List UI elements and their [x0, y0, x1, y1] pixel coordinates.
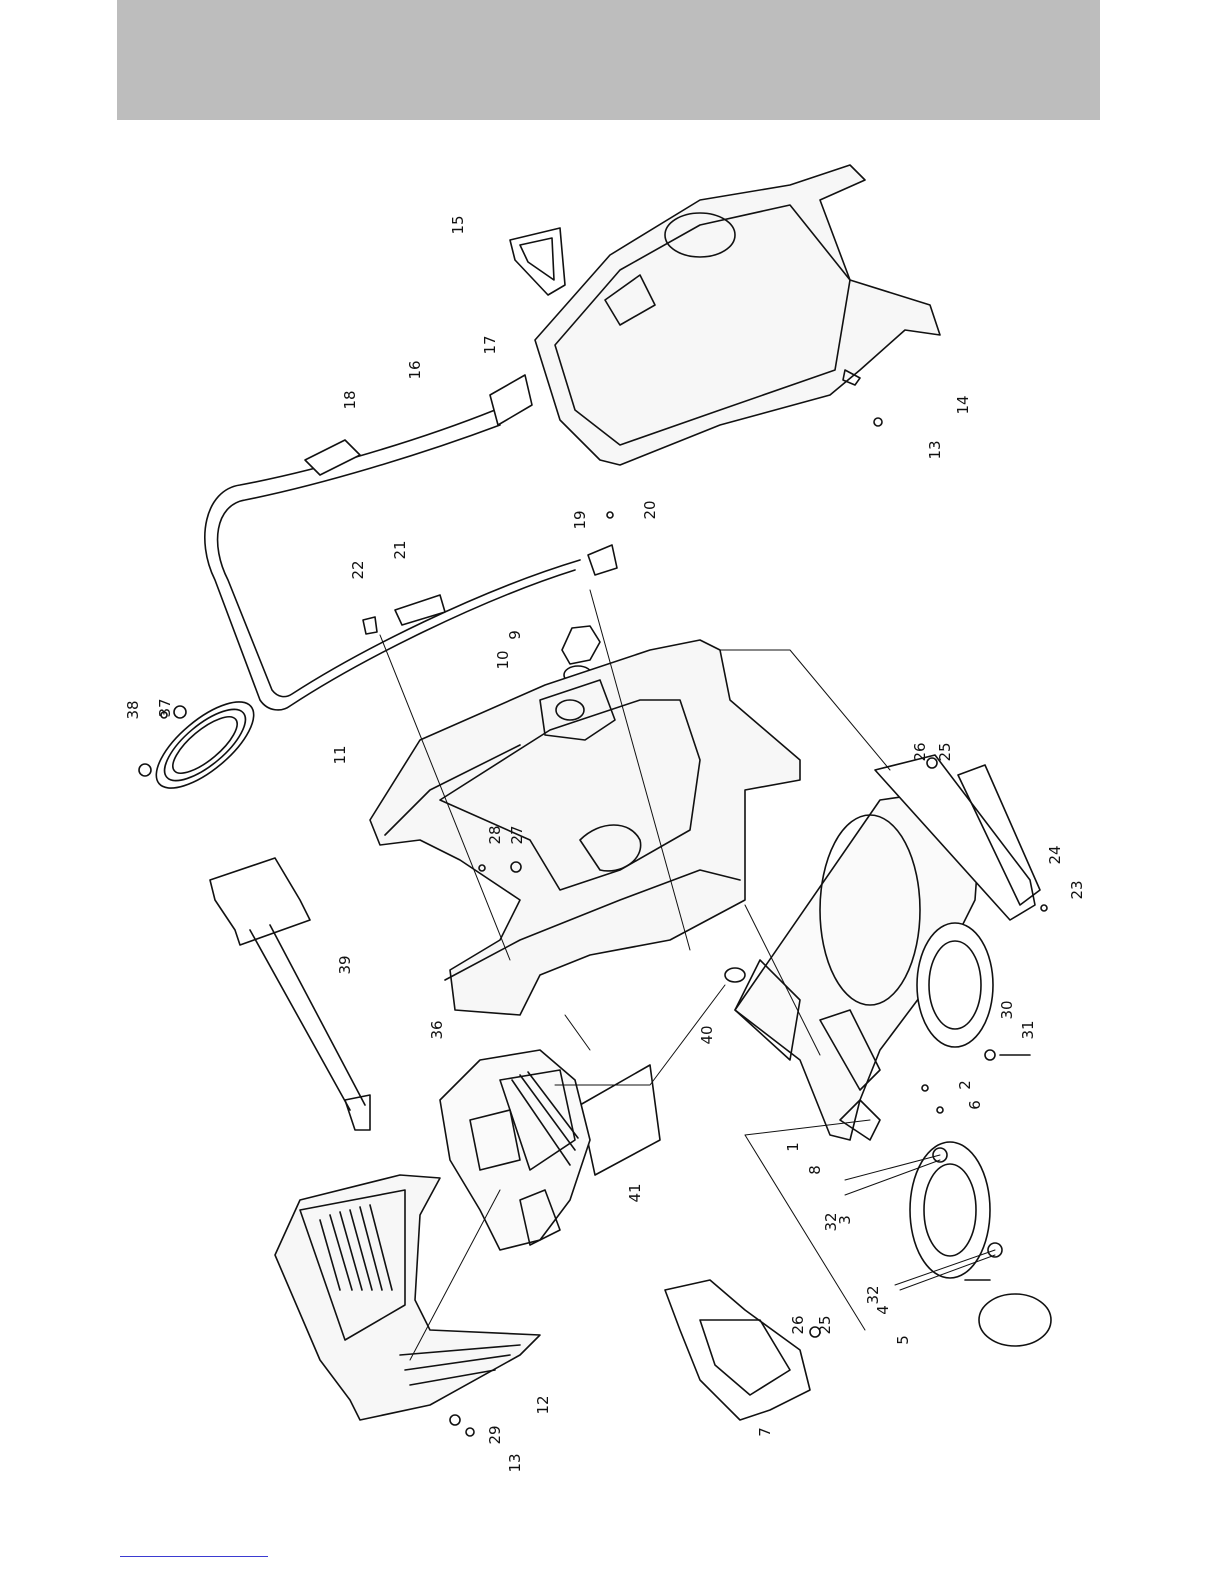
part-23-screw: [1041, 905, 1047, 911]
part-label-19: 19: [571, 510, 589, 529]
part-22-screw: [363, 617, 377, 634]
part-label-25b: 25: [816, 1315, 834, 1334]
part-label-32b: 32: [864, 1285, 882, 1304]
part-15-badge: [510, 228, 565, 295]
part-label-15: 15: [449, 215, 467, 234]
part-5-hubcap: [979, 1294, 1051, 1346]
part-label-6: 6: [966, 1100, 984, 1110]
part-14-rear-cover: [535, 165, 940, 465]
part-label-9: 9: [506, 630, 524, 640]
part-41-plate: [580, 1065, 660, 1175]
part-wheel-rear: [917, 923, 1030, 1060]
part-label-2: 2: [956, 1080, 974, 1090]
part-label-8: 8: [806, 1165, 824, 1175]
part-label-26b: 26: [789, 1315, 807, 1334]
part-label-30: 30: [998, 1000, 1016, 1019]
part-label-5: 5: [894, 1335, 912, 1345]
part-11-body: [370, 640, 800, 1015]
part-label-37: 37: [156, 698, 174, 717]
part-label-40: 40: [698, 1025, 716, 1044]
part-label-1: 1: [784, 1142, 802, 1152]
part-label-14: 14: [954, 395, 972, 414]
part-label-39: 39: [336, 955, 354, 974]
part-9-cap: [562, 626, 600, 664]
part-label-16: 16: [406, 360, 424, 379]
part-17-clip: [490, 375, 532, 425]
part-label-13a: 13: [926, 440, 944, 459]
part-21-bracket: [395, 595, 445, 625]
part-29-washer: [450, 1415, 460, 1425]
part-label-25a: 25: [936, 742, 954, 761]
part-label-4: 4: [874, 1305, 892, 1315]
part-label-26a: 26: [911, 742, 929, 761]
part-label-18: 18: [341, 390, 359, 409]
part-2-6-screws: [922, 1085, 943, 1113]
part-label-20: 20: [641, 500, 659, 519]
part-label-31: 31: [1019, 1020, 1037, 1039]
part-label-24: 24: [1046, 845, 1064, 864]
part-label-27: 27: [508, 825, 526, 844]
part-label-17: 17: [481, 335, 499, 354]
part-39-wand: [210, 858, 370, 1130]
part-label-13b: 13: [506, 1453, 524, 1472]
footer-rule: [120, 1556, 268, 1557]
part-label-36: 36: [428, 1020, 446, 1039]
part-label-28: 28: [486, 825, 504, 844]
part-label-10: 10: [494, 650, 512, 669]
part-13-screw-rear: [874, 418, 882, 426]
part-label-32a: 32: [822, 1212, 840, 1231]
part-label-41: 41: [626, 1183, 644, 1202]
part-19-clip: [588, 545, 617, 575]
part-label-22: 22: [349, 560, 367, 579]
part-7-housing: [665, 1280, 810, 1420]
part-36-motor: [440, 1050, 590, 1250]
part-label-23: 23: [1068, 880, 1086, 899]
part-20-screw: [607, 512, 613, 518]
part-label-38: 38: [124, 700, 142, 719]
part-label-29: 29: [486, 1425, 504, 1444]
part-3-wheel: [910, 1142, 990, 1278]
part-18-bracket: [305, 440, 360, 475]
part-label-7: 7: [756, 1427, 774, 1437]
part-label-21: 21: [391, 540, 409, 559]
part-40-bushing: [725, 968, 745, 982]
part-label-12: 12: [534, 1395, 552, 1414]
part-13-screw-front: [466, 1428, 474, 1436]
part-label-11: 11: [331, 745, 349, 764]
